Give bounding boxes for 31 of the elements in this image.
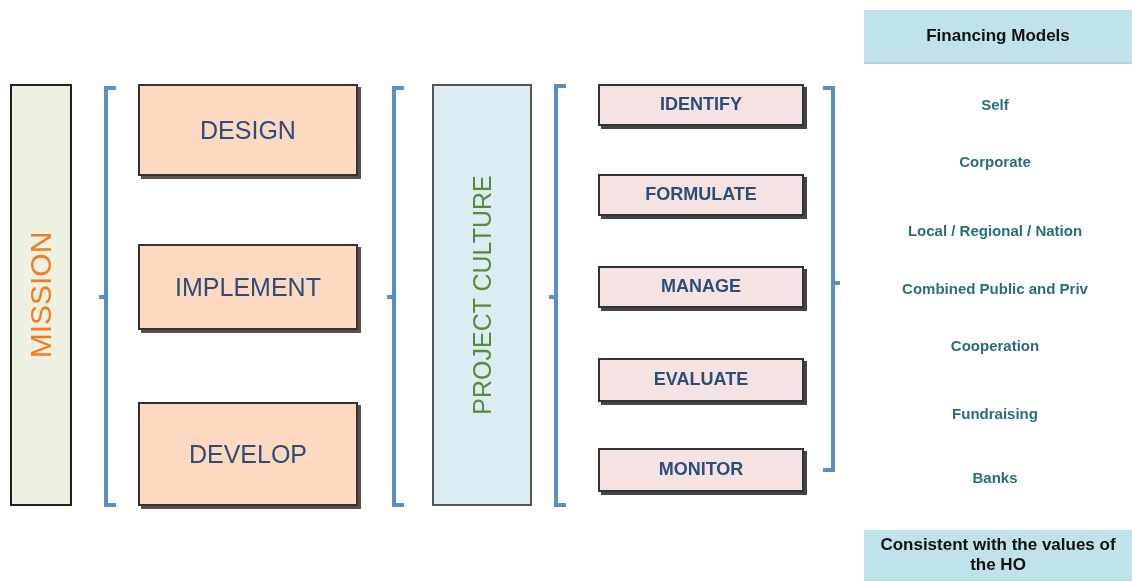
box-label: EVALUATE xyxy=(652,369,750,391)
step-box xyxy=(598,174,804,216)
mission-bar xyxy=(10,84,72,506)
box-label: FORMULATE xyxy=(644,184,758,206)
header-box xyxy=(864,530,1132,580)
financing-model-label: Fundraising xyxy=(952,405,1038,422)
step-box xyxy=(598,266,804,308)
financing-model-label: Combined Public and Priv xyxy=(902,280,1088,297)
financing-model-label: Cooperation xyxy=(950,337,1040,354)
step-box xyxy=(598,84,804,126)
process-box xyxy=(138,84,358,176)
box-label: IDENTIFY xyxy=(659,94,743,116)
header-box xyxy=(864,10,1132,62)
box-label: MONITOR xyxy=(657,459,745,481)
financing-model-label: Banks xyxy=(972,469,1018,486)
box-label: Financing Models xyxy=(925,25,1071,47)
box-label: IMPLEMENT xyxy=(174,272,322,302)
financing-model-label: Self xyxy=(981,96,1009,113)
vertical-title: MISSION xyxy=(23,230,58,361)
box-label: Consistent with the values of the HO xyxy=(879,534,1117,576)
financing-model-label: Local / Regional / Nation xyxy=(907,222,1083,239)
process-box xyxy=(138,402,358,506)
culture-bar xyxy=(432,84,532,506)
step-box xyxy=(598,358,804,402)
vertical-title: PROJECT CULTURE xyxy=(467,174,497,417)
step-box xyxy=(598,448,804,492)
box-label: DEVELOP xyxy=(187,439,309,469)
financing-model-label: Corporate xyxy=(959,153,1031,170)
box-label: DESIGN xyxy=(199,115,297,145)
box-label: MANAGE xyxy=(660,276,742,298)
process-box xyxy=(138,244,358,330)
